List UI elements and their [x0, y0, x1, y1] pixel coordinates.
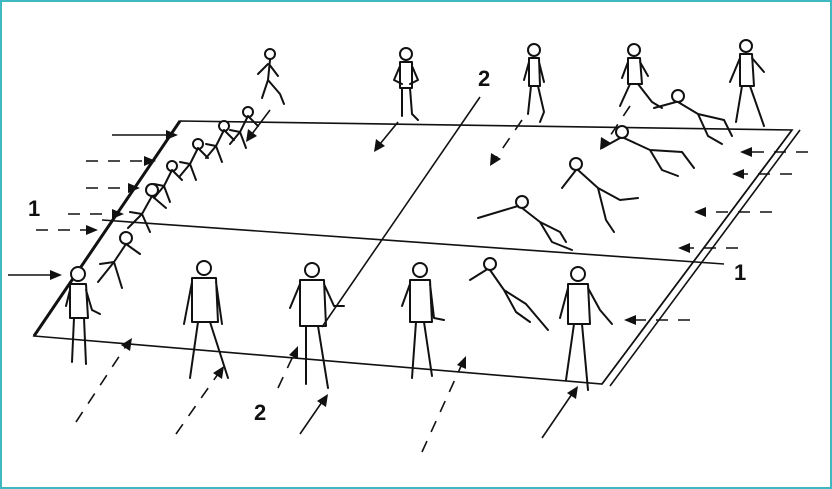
player [560, 267, 612, 390]
arrow [278, 346, 298, 388]
player [524, 44, 544, 122]
arrow [76, 338, 132, 422]
team-2-label-top: 2 [478, 66, 490, 91]
team-2-label-bottom: 2 [254, 400, 266, 425]
player [184, 261, 228, 378]
player [154, 161, 182, 202]
player [478, 196, 572, 250]
player [98, 232, 140, 288]
arrows-bottom [76, 338, 578, 452]
arrow [542, 386, 578, 438]
arrow [740, 147, 808, 157]
arrow [300, 394, 328, 434]
team-1-label-right: 1 [734, 260, 746, 285]
player [394, 48, 418, 120]
player [402, 263, 444, 378]
players [66, 40, 764, 390]
player [602, 126, 694, 176]
player [230, 107, 258, 148]
arrows-right [624, 147, 808, 325]
player [258, 49, 284, 104]
player [470, 258, 548, 330]
court [34, 97, 800, 386]
player [562, 158, 638, 232]
player [620, 44, 662, 108]
court-left-edge [34, 121, 180, 336]
team-1-label-left: 1 [28, 196, 40, 221]
player [654, 90, 732, 144]
arrow [490, 120, 522, 166]
player [180, 139, 208, 180]
court-cross-line [322, 97, 480, 327]
arrow [36, 225, 98, 235]
arrow [112, 130, 178, 140]
arrow [8, 270, 62, 280]
player [290, 263, 344, 388]
arrow [176, 366, 224, 434]
arrow [374, 122, 398, 152]
player [206, 121, 234, 162]
arrow [68, 209, 124, 219]
arrow [678, 243, 738, 253]
player [730, 40, 764, 126]
court-center-line [102, 220, 724, 264]
arrow [86, 156, 156, 166]
